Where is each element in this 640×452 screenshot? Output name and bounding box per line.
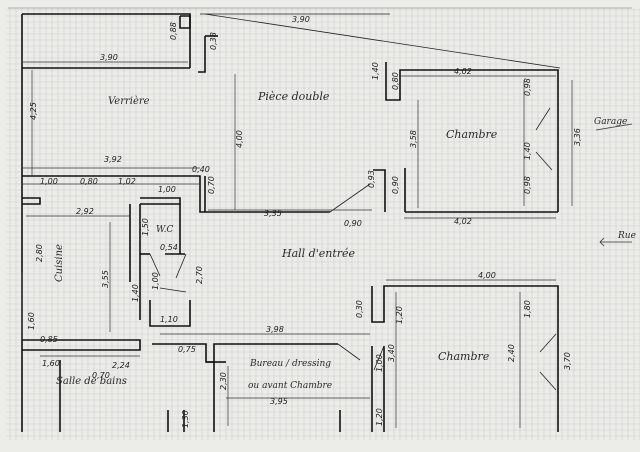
dim-chambre-4-02-bottom: 4,02 [454, 217, 472, 226]
dim-0-90: 0,90 [391, 176, 400, 194]
garage-arrow-icon [595, 123, 633, 131]
room-cuisine: Cuisine [54, 244, 65, 282]
dim-1-50: 1,50 [141, 218, 150, 236]
dim-3-36: 3,36 [573, 128, 582, 146]
dim-4-00-chambre: 4,00 [478, 271, 496, 280]
dim-left-4-25: 4,25 [29, 102, 38, 120]
dimension-labels: 3,90 3,90 4,25 0,88 0,38 1,40 0,80 4,02 … [27, 15, 582, 428]
dim-0-40: 0,40 [192, 165, 210, 174]
dim-1-00-a: 1,00 [40, 177, 58, 186]
room-wc: W.C [156, 225, 174, 235]
dimension-lines [21, 61, 573, 428]
dim-2-30: 2,30 [219, 372, 228, 390]
dim-1-02: 1,02 [118, 177, 136, 186]
dim-3-92: 3,92 [104, 155, 122, 164]
room-chambre-bottom: Chambre [438, 350, 490, 363]
dim-0-98-top: 0,98 [523, 78, 532, 96]
dim-2-80: 2,80 [35, 244, 44, 262]
dim-0-85: 0,85 [40, 335, 58, 344]
room-piece-double: Pièce double [257, 90, 330, 103]
dim-1-30: 1,30 [181, 410, 190, 428]
dim-1-20: 1,20 [395, 306, 404, 324]
dim-1-00-b: 1,00 [158, 185, 176, 194]
dim-1-60-a: 1,60 [27, 312, 36, 330]
dim-0-38: 0,38 [209, 32, 218, 50]
dim-3-40: 3,40 [387, 344, 396, 362]
label-garage: Garage [594, 117, 627, 127]
dim-0-80: 0,80 [391, 72, 400, 90]
dim-top-3-90: 3,90 [292, 15, 310, 24]
dim-2-24: 2,24 [112, 361, 130, 370]
dim-3-58: 3,58 [409, 130, 418, 148]
dim-2-92: 2,92 [76, 207, 94, 216]
dim-1-40-top: 1,40 [371, 62, 380, 80]
label-rue: Rue [617, 231, 636, 241]
dim-1-40-k: 1,40 [131, 284, 140, 302]
dim-2-70: 2,70 [195, 266, 204, 284]
dim-1-10: 1,10 [160, 315, 178, 324]
dim-chambre-4-02-top: 4,02 [454, 67, 472, 76]
dim-1-00-bot: 1,00 [375, 354, 384, 372]
dim-3-35: 3,35 [264, 209, 282, 218]
dim-0-75: 0,75 [178, 345, 196, 354]
dim-4-00-piece: 4,00 [235, 130, 244, 148]
dim-0-80-b: 0,80 [80, 177, 98, 186]
dim-1-40-right: 1,40 [523, 142, 532, 160]
room-salle-de-bains: Salle de bains [56, 376, 127, 387]
room-bureau-line2: ou avant Chambre [248, 381, 332, 391]
dim-0-54: 0,54 [160, 243, 178, 252]
dim-1-80: 1,80 [523, 300, 532, 318]
dim-3-98: 3,98 [266, 325, 284, 334]
dim-0-90-b: 0,90 [344, 219, 362, 228]
dim-3-95: 3,95 [270, 397, 288, 406]
room-verriere: Verrière [108, 96, 150, 107]
dim-3-70: 3,70 [563, 352, 572, 370]
room-hall: Hall d'entrée [281, 247, 356, 260]
dim-0-88: 0,88 [169, 22, 178, 40]
dim-3-55: 3,55 [101, 270, 110, 288]
dim-0-70: 0,70 [207, 176, 216, 194]
dim-0-70-sdb: 0,70 [92, 371, 110, 380]
dim-0-30: 0,30 [355, 300, 364, 318]
dim-2-40: 2,40 [507, 344, 516, 362]
room-chambre-top: Chambre [446, 128, 498, 141]
dim-verriere-3-90: 3,90 [100, 53, 118, 62]
dim-1-20-bot: 1,20 [375, 408, 384, 426]
street-arrow-icon [599, 237, 632, 247]
graph-paper-grid [6, 8, 640, 440]
walls [21, 13, 561, 432]
dim-1-60-b: 1,60 [42, 359, 60, 368]
dim-0-98-low: 0,98 [523, 176, 532, 194]
dim-1-00-k: 1,00 [151, 272, 160, 290]
dim-0-93: 0,93 [367, 170, 376, 188]
room-labels: Verrière Pièce double Chambre Hall d'ent… [54, 90, 636, 391]
room-bureau-line1: Bureau / dressing [249, 359, 331, 369]
